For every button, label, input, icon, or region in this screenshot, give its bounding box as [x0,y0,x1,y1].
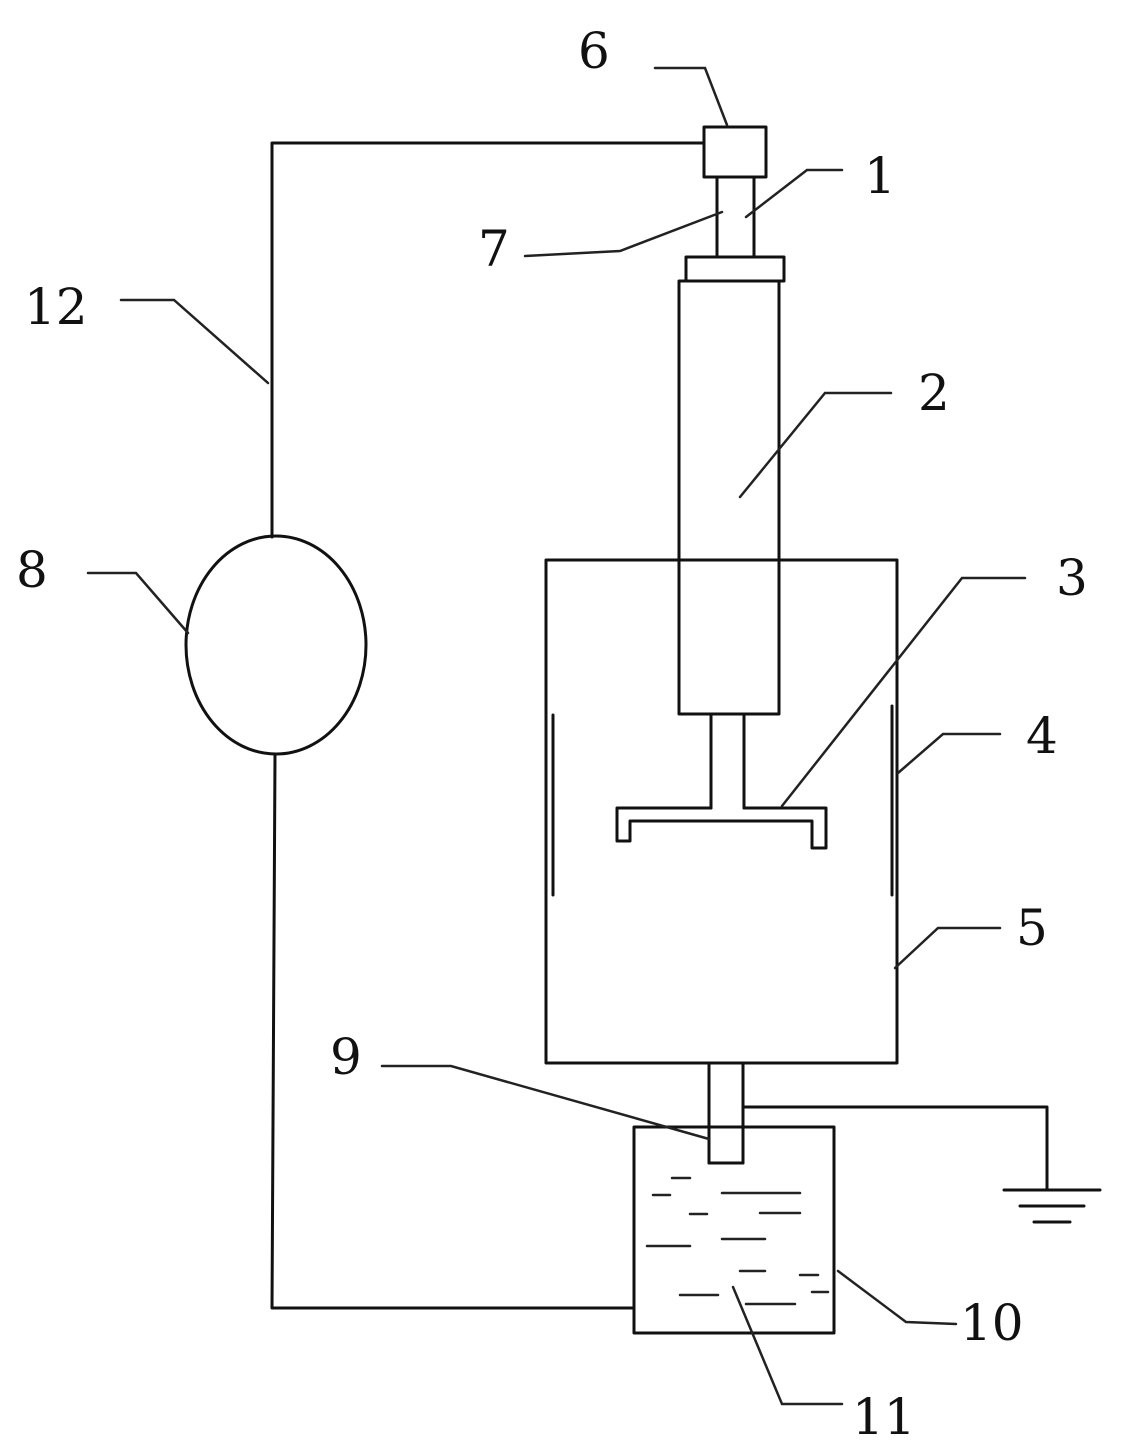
leader-7 [523,210,724,258]
ground-wire [741,1105,1049,1192]
label-7: 7 [478,220,510,278]
label-8: 8 [16,541,48,599]
leader-10 [836,1269,958,1326]
liquid-surface-marks [645,1176,830,1306]
leader-4 [896,732,1002,775]
needle-shaft [715,175,756,259]
label-4: 4 [1026,707,1058,765]
leader-2 [738,391,893,499]
leader-1 [744,168,844,219]
label-3: 3 [1056,549,1088,607]
label-9: 9 [330,1028,362,1086]
syringe-cap [684,255,786,283]
chamber-box [544,558,899,1065]
collector-plate [615,806,828,850]
circuit-wire-bottom [270,753,636,1310]
circuit-wire-top [270,141,706,539]
leader-12 [119,298,270,385]
ground-icon [1002,1188,1102,1224]
label-12: 12 [24,278,88,336]
label-5: 5 [1016,899,1048,957]
top-cap [702,125,768,179]
leader-lines [86,66,1027,1406]
label-1: 1 [864,147,896,205]
label-11: 11 [852,1388,916,1446]
leader-8 [86,571,190,635]
power-source [184,534,368,756]
syringe-barrel [677,279,781,716]
leader-5 [893,926,1002,970]
label-6: 6 [578,22,610,80]
leader-9 [380,1064,711,1141]
label-2: 2 [918,364,950,422]
leader-6 [653,66,729,127]
leader-3 [780,576,1027,808]
leader-11 [731,1285,844,1406]
label-10: 10 [960,1294,1024,1352]
liquid-container [632,1125,836,1335]
